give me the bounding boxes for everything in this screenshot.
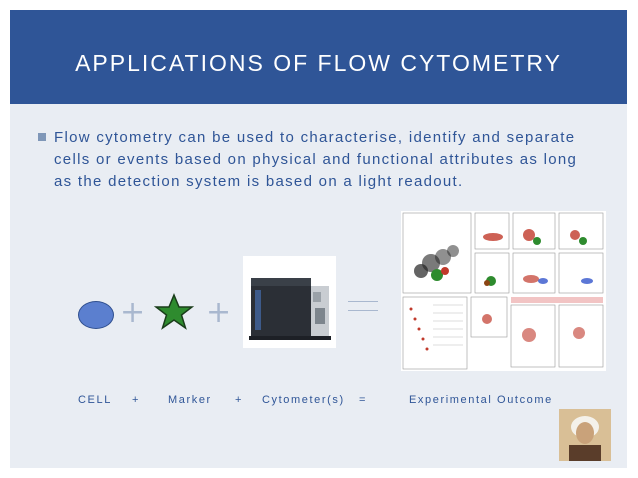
portrait-image [559,409,611,461]
bullet-text: Flow cytometry can be used to characteri… [54,129,578,190]
cell-oval-icon [78,301,114,329]
cytometer-label: Cytometer(s) [262,394,345,406]
marker-label: Marker [168,394,212,406]
plus-symbol-icon: + [120,295,146,330]
star-icon [154,293,194,330]
equals-label: = [359,394,368,406]
slide-title: APPLICATIONS OF FLOW CYTOMETRY [75,49,562,76]
outcome-label: Experimental Outcome [409,394,553,406]
flow-plots-image [401,211,606,371]
bullet-item: Flow cytometry can be used to characteri… [38,127,598,193]
plus-label: + [235,394,244,406]
cytometer-image [243,256,336,348]
bullet-square-icon [38,133,46,141]
plus-label: + [132,394,141,406]
cell-label: CELL [78,394,112,406]
plus-symbol-icon: + [206,295,232,330]
title-bar: APPLICATIONS OF FLOW CYTOMETRY [10,10,627,104]
equals-symbol-icon [348,301,378,311]
